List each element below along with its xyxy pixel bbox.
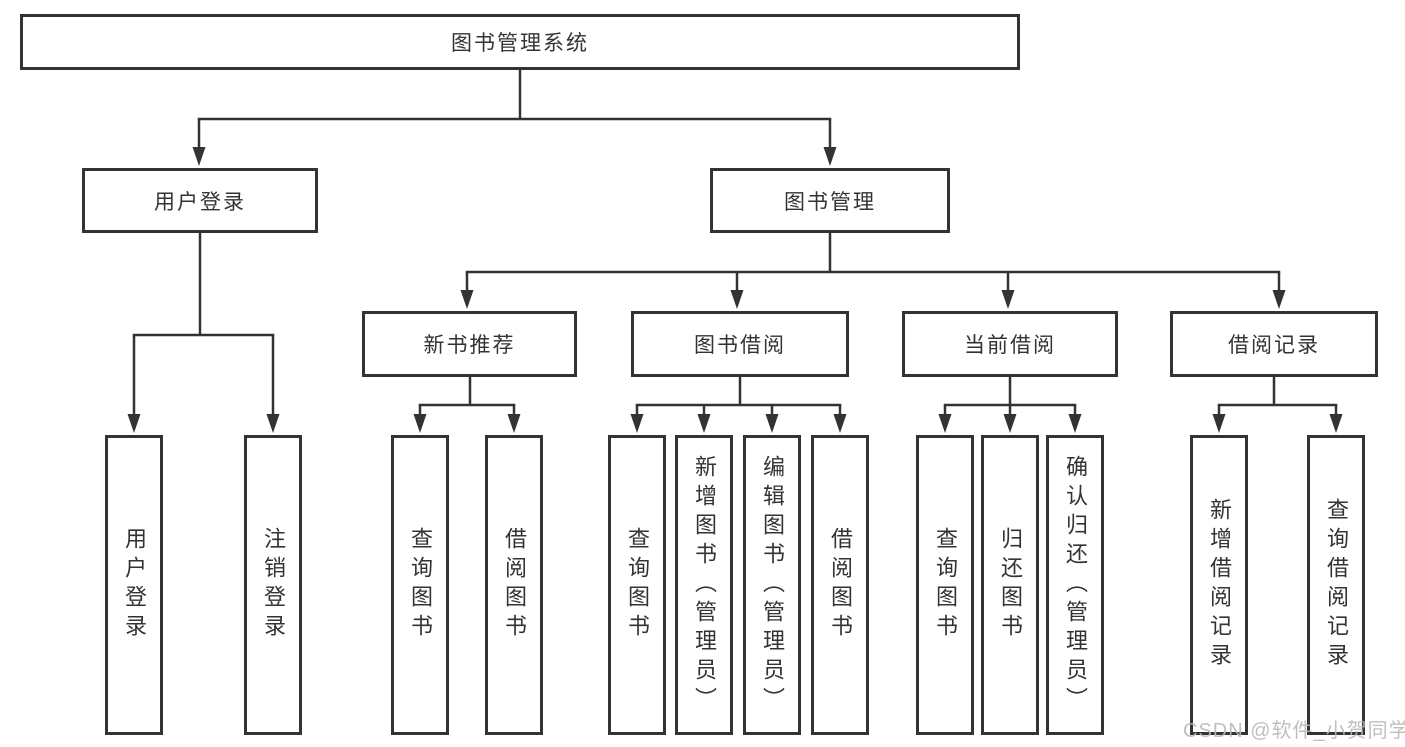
leaf-edit-books-admin: 编辑图书（管理员） <box>743 435 801 735</box>
csdn-watermark: CSDN @软件_小贺同学 <box>1183 720 1405 742</box>
leaf-add-books-admin: 新增图书（管理员） <box>675 435 733 735</box>
node-label: 查询图书 <box>625 527 650 643</box>
node-label: 图书借阅 <box>694 334 786 357</box>
leaf-return-books: 归还图书 <box>981 435 1039 735</box>
node-label: 图书管理 <box>784 190 876 214</box>
node-label: 借阅图书 <box>828 527 853 643</box>
leaf-query-books-borrow: 查询图书 <box>608 435 666 735</box>
node-new-book-recommendation: 新书推荐 <box>362 311 577 377</box>
leaf-user-login: 用户登录 <box>105 435 163 735</box>
node-user-login-branch: 用户登录 <box>82 168 318 233</box>
leaf-borrow-books: 借阅图书 <box>811 435 869 735</box>
node-label: 图书管理系统 <box>451 32 589 55</box>
node-label: 当前借阅 <box>964 334 1056 357</box>
leaf-add-borrow-record: 新增借阅记录 <box>1190 435 1248 735</box>
node-label: 查询图书 <box>408 527 433 643</box>
node-label: 借阅记录 <box>1228 334 1320 357</box>
node-label: 用户登录 <box>122 527 147 643</box>
node-library-system: 图书管理系统 <box>20 14 1020 70</box>
node-label: 新书推荐 <box>423 334 516 357</box>
node-label: 新增图书（管理员） <box>692 454 717 716</box>
node-current-borrowing: 当前借阅 <box>902 311 1118 377</box>
node-label: 编辑图书（管理员） <box>760 454 785 716</box>
leaf-query-books-recommend: 查询图书 <box>391 435 449 735</box>
node-label: 用户登录 <box>154 190 246 214</box>
node-label: 确认归还（管理员） <box>1063 454 1088 716</box>
node-label: 查询图书 <box>933 527 958 643</box>
leaf-confirm-return-admin: 确认归还（管理员） <box>1046 435 1104 735</box>
node-book-borrowing: 图书借阅 <box>631 311 849 377</box>
leaf-query-books-current: 查询图书 <box>916 435 974 735</box>
node-label: 新增借阅记录 <box>1207 498 1232 672</box>
leaf-query-borrow-record: 查询借阅记录 <box>1307 435 1365 735</box>
leaf-borrow-books-recommend: 借阅图书 <box>485 435 543 735</box>
leaf-logout: 注销登录 <box>244 435 302 735</box>
node-label: 查询借阅记录 <box>1324 498 1349 672</box>
node-borrowing-records: 借阅记录 <box>1170 311 1378 377</box>
node-label: 归还图书 <box>998 527 1023 643</box>
node-label: 注销登录 <box>261 527 286 643</box>
node-book-management: 图书管理 <box>710 168 950 233</box>
node-label: 借阅图书 <box>502 527 527 643</box>
